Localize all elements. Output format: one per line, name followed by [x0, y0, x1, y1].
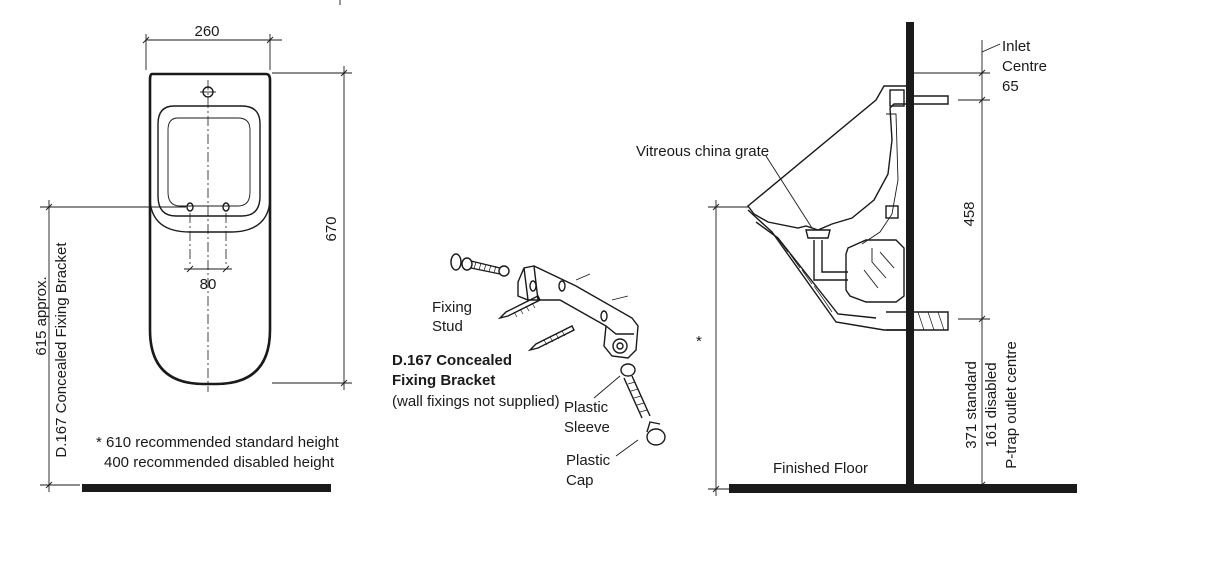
trap-height-dimension: 458: [961, 201, 978, 226]
outlet-centre: P-trap outlet centre: [1003, 341, 1020, 469]
bracket-title-1: D.167 Concealed: [392, 352, 512, 369]
bracket-height-label: 615 approx.: [33, 276, 50, 355]
height-dimension: 670: [323, 216, 340, 241]
grate: [805, 229, 831, 239]
cap-label-2: Cap: [566, 472, 594, 489]
inlet-value: 65: [1002, 78, 1019, 95]
grate-label: Vitreous china grate: [636, 143, 769, 160]
width-dimension: 260: [194, 23, 219, 40]
fixing-stud: [450, 253, 510, 277]
p-trap: [845, 239, 905, 303]
standard-height-note: * 610 recommended standard height: [96, 434, 339, 451]
finished-floor-label: Finished Floor: [773, 460, 868, 477]
bracket-detail: Fixing Stud D.167 Concealed Fixing Brack…: [392, 253, 666, 489]
cap-label-1: Plastic: [566, 452, 611, 469]
outlet-standard: 371 standard: [963, 361, 980, 449]
plastic-sleeve: [620, 363, 636, 377]
front-bowl-outline: [157, 105, 261, 217]
sleeve-label-1: Plastic: [564, 399, 609, 416]
side-urinal-profile: [747, 85, 906, 231]
side-floor-slab: [729, 484, 1077, 493]
front-view: 260 670 80 615 approx. D.167 Concealed F…: [33, 0, 352, 492]
disabled-height-note: 400 recommended disabled height: [104, 454, 335, 471]
bracket-subtitle: (wall fixings not supplied): [392, 393, 560, 410]
front-floor-slab: [82, 484, 331, 492]
inlet-label-1: Inlet: [1002, 38, 1031, 55]
fixing-stud-label-2: Stud: [432, 318, 463, 335]
rim-height-marker: *: [696, 333, 702, 350]
inlet-label-2: Centre: [1002, 58, 1047, 75]
bracket-name-label: D.167 Concealed Fixing Bracket: [53, 242, 70, 458]
front-urinal-outline: [148, 72, 272, 386]
spacing-dimension: 80: [200, 276, 217, 293]
fixing-stud-label: Fixing: [432, 299, 472, 316]
plastic-cap: [646, 428, 666, 446]
sleeve-label-2: Sleeve: [564, 419, 610, 436]
bracket-title-2: Fixing Bracket: [392, 372, 495, 389]
side-view: Inlet Centre 65 458 371 standard 161 dis…: [636, 22, 1077, 496]
wall: [906, 22, 914, 490]
outlet-disabled: 161 disabled: [983, 362, 1000, 447]
